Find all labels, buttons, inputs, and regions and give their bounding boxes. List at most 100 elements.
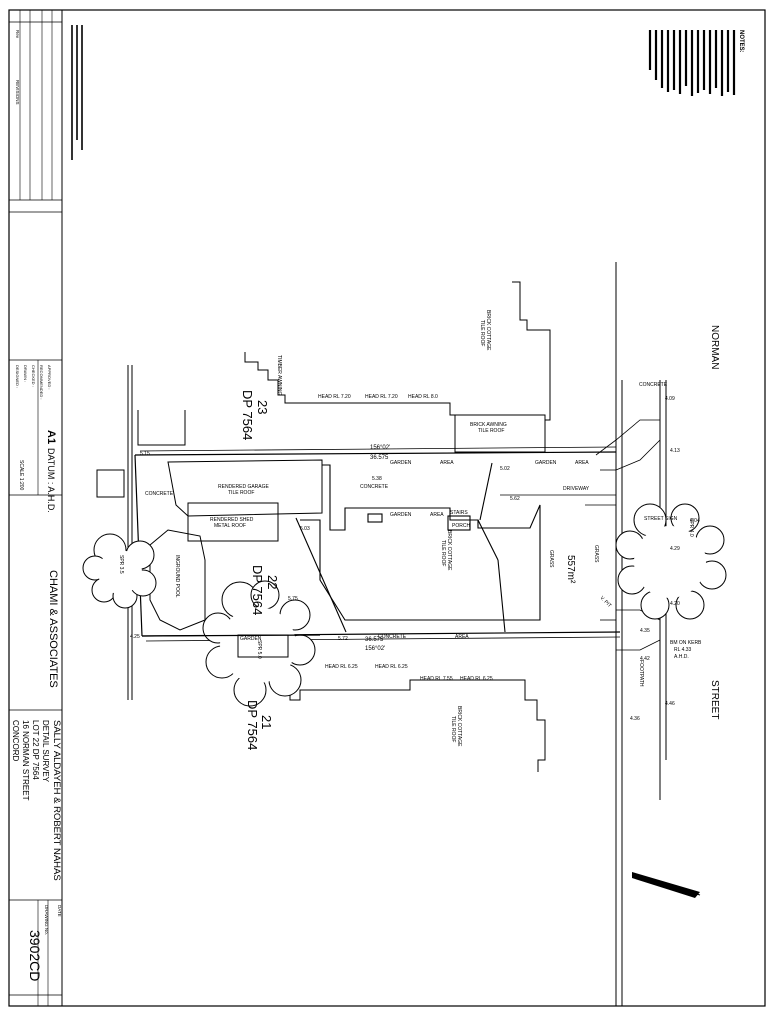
head-rl-5: HEAD RL 6.25 <box>375 664 408 670</box>
shed-label: RENDERED SHED <box>210 517 254 523</box>
awning-roof-label: TILE ROOF <box>478 428 504 434</box>
approved-label: APPROVED : <box>47 365 52 389</box>
head-rl-4: HEAD RL 6.25 <box>325 664 358 670</box>
site-area: 557m² <box>565 555 576 584</box>
pool-label: INGROUND POOL <box>174 555 180 598</box>
bm-rl: RL 4.33 <box>674 647 692 653</box>
tile-roof-lot23: TILE ROOF <box>479 320 485 346</box>
head-rl-7: HEAD RL 6.25 <box>460 676 493 682</box>
lot-22-number: 22 <box>265 575 280 589</box>
drawing-labels: 23 DP 7564 22 DP 7564 21 DP 7564 557m² N… <box>118 310 720 750</box>
spot-level: 4.42 <box>640 656 650 662</box>
area-label-2: AREA <box>575 460 589 466</box>
concrete-label-4: CONCRETE <box>639 382 668 388</box>
lot-22-house <box>295 462 541 633</box>
spot-level: 4.09 <box>665 396 675 402</box>
sheet-border <box>8 9 766 1007</box>
street-sign-label: STREET SIGN <box>644 516 678 522</box>
head-rl-6: HEAD RL 7.55 <box>420 676 453 682</box>
head-rl-1: HEAD RL 7.20 <box>318 394 351 400</box>
garden-label-1: GARDEN <box>390 460 412 466</box>
spot-level: 5.38 <box>372 476 382 482</box>
tree-1 <box>82 533 157 609</box>
spot-level: 5.62 <box>510 496 520 502</box>
north-arrow <box>631 872 701 898</box>
tile-roof-lot22: TILE ROOF <box>440 540 446 566</box>
spot-level: 4.20 <box>670 601 680 607</box>
footpath-label: FOOTPATH <box>638 660 644 687</box>
shed-roof-label: METAL ROOF <box>214 523 246 529</box>
driveway-label: DRIVEWAY <box>563 486 590 492</box>
bm-ahd: A.H.D. <box>674 654 689 660</box>
spot-level: 4.36 <box>630 716 640 722</box>
firm-name: CHAMI & ASSOCIATES <box>47 570 59 688</box>
left-notes <box>71 25 83 160</box>
concrete-label-1: CONCRETE <box>360 484 389 490</box>
sheet-size: A1 <box>45 430 57 444</box>
datum-label: DATUM : A.H.D. <box>46 448 56 513</box>
spot-level: 4.13 <box>670 448 680 454</box>
client-name: SALLY ALDAYEH & ROBERT NAHAS <box>51 720 62 881</box>
tree-3 <box>615 503 727 620</box>
lot-21-number: 21 <box>259 715 274 729</box>
stairs-label: STAIRS <box>450 510 468 516</box>
garden-label-2: GARDEN <box>535 460 557 466</box>
lot-22-dp: DP 7564 <box>250 565 265 615</box>
area-label-1: AREA <box>440 460 454 466</box>
spot-level: 4.35 <box>640 628 650 634</box>
scale-label: SCALE 1:200 <box>18 460 24 491</box>
tile-roof-lot21: TILE ROOF <box>450 716 456 742</box>
garden-label-3: GARDEN <box>390 512 412 518</box>
concrete-label-2: CONCRETE <box>378 634 407 640</box>
lot-23-dp: DP 7564 <box>240 390 255 440</box>
brick-cottage-lot21: BRICK COTTAGE <box>456 706 462 747</box>
spot-level: 4.04 <box>690 518 700 524</box>
drawn-label: DRAWN : <box>23 365 28 382</box>
lot-23-number: 23 <box>255 400 270 414</box>
drawing-title: DETAIL SURVEY <box>41 720 50 783</box>
lot-label: LOT 22 DP 7564 <box>31 720 40 780</box>
timber-awning-label: TIMBER AWNING <box>276 355 282 395</box>
brick-awning-label: BRICK AWNING <box>470 422 507 428</box>
designed-label: DESIGNED : <box>15 365 20 388</box>
spot-level: 4.29 <box>670 546 680 552</box>
trees <box>82 503 727 707</box>
head-rl-3: HEAD RL 8.0 <box>408 394 438 400</box>
garage-label: RENDERED GARAGE <box>218 484 270 490</box>
date-label: DATE <box>57 905 62 917</box>
porch-label: PORCH <box>452 523 470 529</box>
v-pit-label: V. PIT <box>599 595 613 609</box>
head-rl-2: HEAD RL 7.20 <box>365 394 398 400</box>
street-name-norman: NORMAN <box>709 325 720 369</box>
garage-shed <box>96 459 323 542</box>
recommended-label: RECOMMENDED : <box>39 365 44 399</box>
garage-roof-label: TILE ROOF <box>228 490 254 496</box>
bottom-length: 36.575 <box>365 637 384 643</box>
grass-label: GRASS <box>548 550 554 568</box>
brick-cottage-lot22: BRICK COTTAGE <box>446 530 452 571</box>
address-label: 16 NORMAN STREET <box>21 720 30 801</box>
area-label-3: AREA <box>430 512 444 518</box>
top-bearing: 156°02' <box>370 445 390 451</box>
spot-level: 4.25 <box>130 634 140 640</box>
spot-level: 5.75 <box>288 596 298 602</box>
garden-label-4: GARDEN <box>240 636 262 642</box>
concrete-label-3: CONCRETE <box>145 491 174 497</box>
lot-21-dp: DP 7564 <box>245 700 260 750</box>
bm-label: BM ON KERB <box>670 640 702 646</box>
rev-label: Rev <box>15 30 20 39</box>
spot-level: 5.02 <box>500 466 510 472</box>
area-label-4: AREA <box>455 634 469 640</box>
notes-heading: NOTES: <box>738 30 744 53</box>
checked-label: CHECKED : <box>31 365 36 387</box>
top-length: 36.575 <box>370 455 389 461</box>
revisions-label: REVISIONS <box>15 80 20 105</box>
tree-1-spread: SPR 3.5 <box>118 555 124 574</box>
tree-3-spread: SPR 4.0 <box>688 518 694 537</box>
bottom-bearing: 156°02' <box>365 646 385 652</box>
spot-level: 5.03 <box>300 526 310 532</box>
drawing-no-label: DRAWING No. <box>44 905 49 935</box>
grass-label-2: GRASS <box>593 545 599 563</box>
